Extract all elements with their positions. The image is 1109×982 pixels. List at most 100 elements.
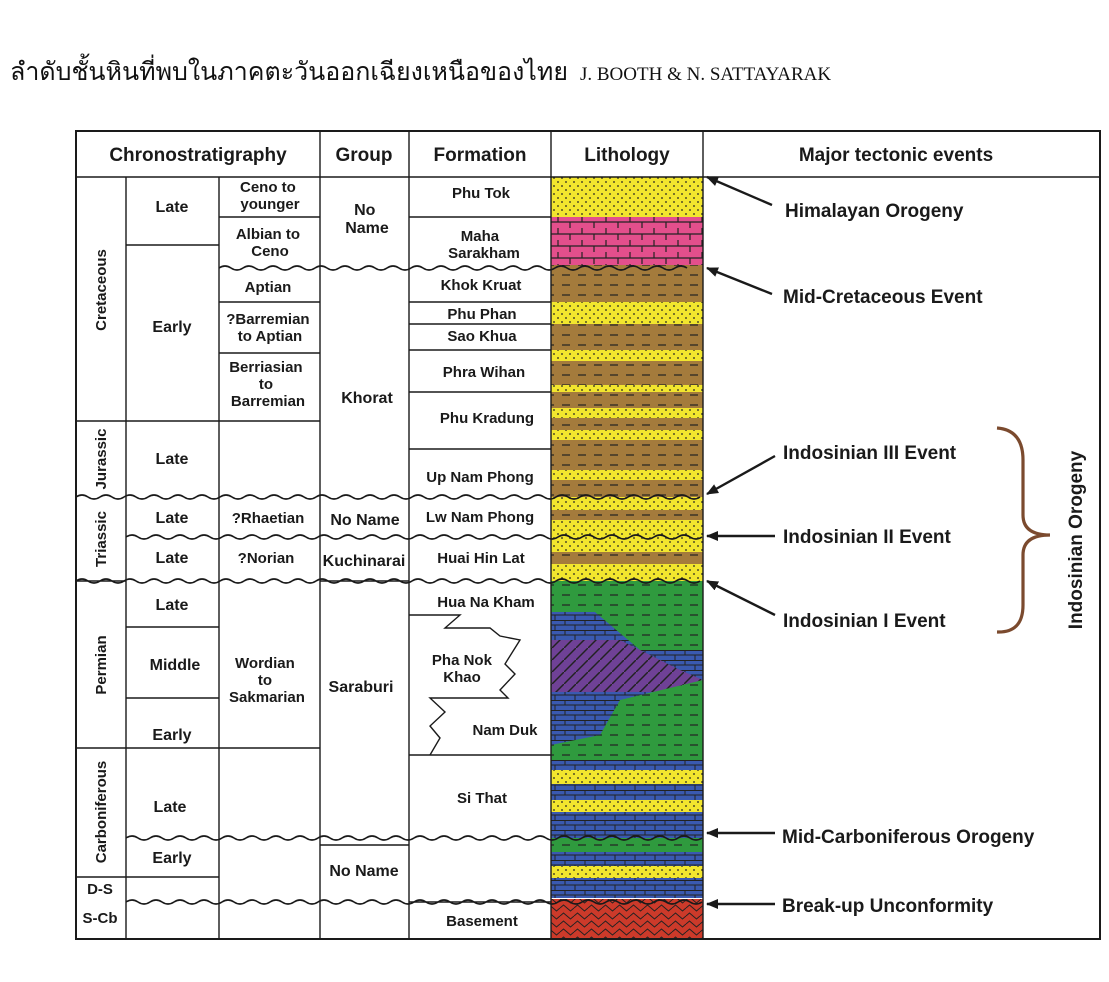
period-jurassic: Jurassic [93, 429, 110, 490]
lith-mud-band [551, 510, 703, 520]
arrow-indosinian-i [706, 579, 776, 617]
formation-line: Lw Nam Phong [426, 509, 534, 526]
period-carboniferous: Carboniferous [93, 761, 110, 864]
stage-albian-to-ceno: Albian to Ceno [236, 226, 304, 260]
formation-khok-kruat: Khok Kruat [441, 277, 522, 294]
unconformity-break-up [125, 899, 703, 905]
stage-line: Ceno [251, 243, 289, 260]
lith-phu-tok [551, 177, 703, 217]
stage-line: ?Rhaetian [232, 510, 305, 527]
epoch-permian-early: Early [152, 727, 191, 744]
period-permian: Permian [93, 635, 110, 694]
stage-barremian-to-aptian: ?Barremian to Aptian [226, 311, 314, 345]
header-chronostratigraphy: Chronostratigraphy [109, 145, 287, 166]
title-authors: J. BOOTH & N. SATTAYARAK [579, 64, 832, 85]
unconformity-indosinian-i [75, 578, 701, 584]
epoch-norian-late: Late [156, 550, 189, 567]
period-s-cb: S-Cb [83, 910, 118, 927]
formation-line: Si That [457, 790, 507, 807]
formation-pha-nok-khao: Pha Nok Khao [432, 652, 496, 686]
formation-line: Phu Phan [447, 306, 516, 323]
formation-hua-na-kham: Hua Na Kham [437, 594, 535, 611]
header-major-tectonic-events: Major tectonic events [799, 145, 993, 166]
group-no-name-triassic: No Name [330, 512, 399, 529]
stage-line: younger [240, 196, 299, 213]
epoch-rhaetian-late: Late [156, 510, 189, 527]
formation-line: Huai Hin Lat [437, 550, 525, 567]
stage-line: Barremian [231, 393, 305, 410]
period-d-s: D-S [87, 881, 113, 898]
formation-phu-kradung: Phu Kradung [440, 410, 534, 427]
period-triassic: Triassic [93, 511, 110, 567]
group-kuchinarai: Kuchinarai [323, 553, 406, 570]
stage-line: ?Barremian [226, 311, 309, 328]
formation-line: Sao Khua [447, 328, 517, 345]
stage-line: Ceno to [240, 179, 296, 196]
event-himalayan-orogeny: Himalayan Orogeny [785, 201, 964, 222]
lith-green-shale [551, 581, 703, 650]
unconformity-indosinian-iii [75, 494, 701, 500]
group-line: Khorat [341, 390, 393, 407]
lith-mud-band [551, 552, 703, 564]
group-khorat: Khorat [341, 390, 393, 407]
formation-nam-duk: Nam Duk [472, 722, 538, 739]
formation-si-that: Si That [457, 790, 507, 807]
stage-line: to [259, 376, 273, 393]
lith-maha-sarakham [551, 217, 703, 265]
formation-basement: Basement [446, 913, 518, 930]
lith-basement [551, 899, 703, 939]
formation-huai-hin-lat: Huai Hin Lat [437, 550, 525, 567]
stage-line: to [258, 672, 272, 689]
unconformity-indosinian-ii [125, 534, 703, 540]
epoch-jurassic-late: Late [156, 451, 189, 468]
formation-sao-khua: Sao Khua [447, 328, 517, 345]
header-formation: Formation [434, 145, 527, 166]
lith-sand-band [551, 408, 703, 418]
formation-phra-wihan: Phra Wihan [443, 364, 525, 381]
epoch-carboniferous-late: Late [154, 799, 187, 816]
group-no-name-cretaceous: No Name [345, 202, 389, 237]
lith-purple-chert [551, 640, 703, 692]
stage-berriasian-to-barremian: Berriasian to Barremian [229, 359, 307, 410]
formation-up-nam-phong: Up Nam Phong [426, 469, 534, 486]
stage-wordian-to-sakmarian: Wordian to Sakmarian [229, 655, 305, 706]
lith-khok-kruat [551, 265, 703, 302]
stage-line: Albian to [236, 226, 300, 243]
epoch-carboniferous-early: Early [152, 850, 191, 867]
lith-sand-band [551, 866, 703, 878]
group-line: Kuchinarai [323, 553, 406, 570]
lith-green-band [551, 838, 703, 852]
lith-sand-band [551, 800, 703, 812]
formation-line: Khok Kruat [441, 277, 522, 294]
event-indosinian-iii: Indosinian III Event [783, 443, 957, 464]
arrow-himalayan [706, 175, 773, 207]
lithology-column [551, 177, 703, 939]
formation-lw-nam-phong: Lw Nam Phong [426, 509, 534, 526]
table-grid [75, 130, 1101, 940]
stage-line: ?Norian [238, 550, 295, 567]
group-line: Name [345, 220, 389, 237]
event-break-up-unconformity: Break-up Unconformity [782, 896, 994, 917]
stage-norian: ?Norian [238, 550, 295, 567]
event-indosinian-ii: Indosinian II Event [783, 527, 952, 548]
formation-line: Nam Duk [472, 722, 538, 739]
header-lithology: Lithology [584, 145, 670, 166]
stage-line: Aptian [245, 279, 292, 296]
lith-sand-band [551, 770, 703, 784]
formation-line: Phra Wihan [443, 364, 525, 381]
header-group: Group [336, 145, 393, 166]
stage-line: Berriasian [229, 359, 302, 376]
formation-line: Basement [446, 913, 518, 930]
event-mid-carboniferous-orogeny: Mid-Carboniferous Orogeny [782, 827, 1035, 848]
unconformity-mid-carboniferous [125, 835, 703, 841]
epoch-cretaceous-late: Late [156, 199, 189, 216]
formation-phu-phan: Phu Phan [447, 306, 516, 323]
stage-line: to Aptian [238, 328, 302, 345]
lith-sao-khua [551, 324, 703, 350]
formation-line: Maha [461, 228, 500, 245]
lith-phu-kradung [551, 392, 703, 449]
group-no-name-basement: No Name [329, 863, 398, 880]
formation-line: Phu Tok [452, 185, 511, 202]
epoch-permian-late: Late [156, 597, 189, 614]
